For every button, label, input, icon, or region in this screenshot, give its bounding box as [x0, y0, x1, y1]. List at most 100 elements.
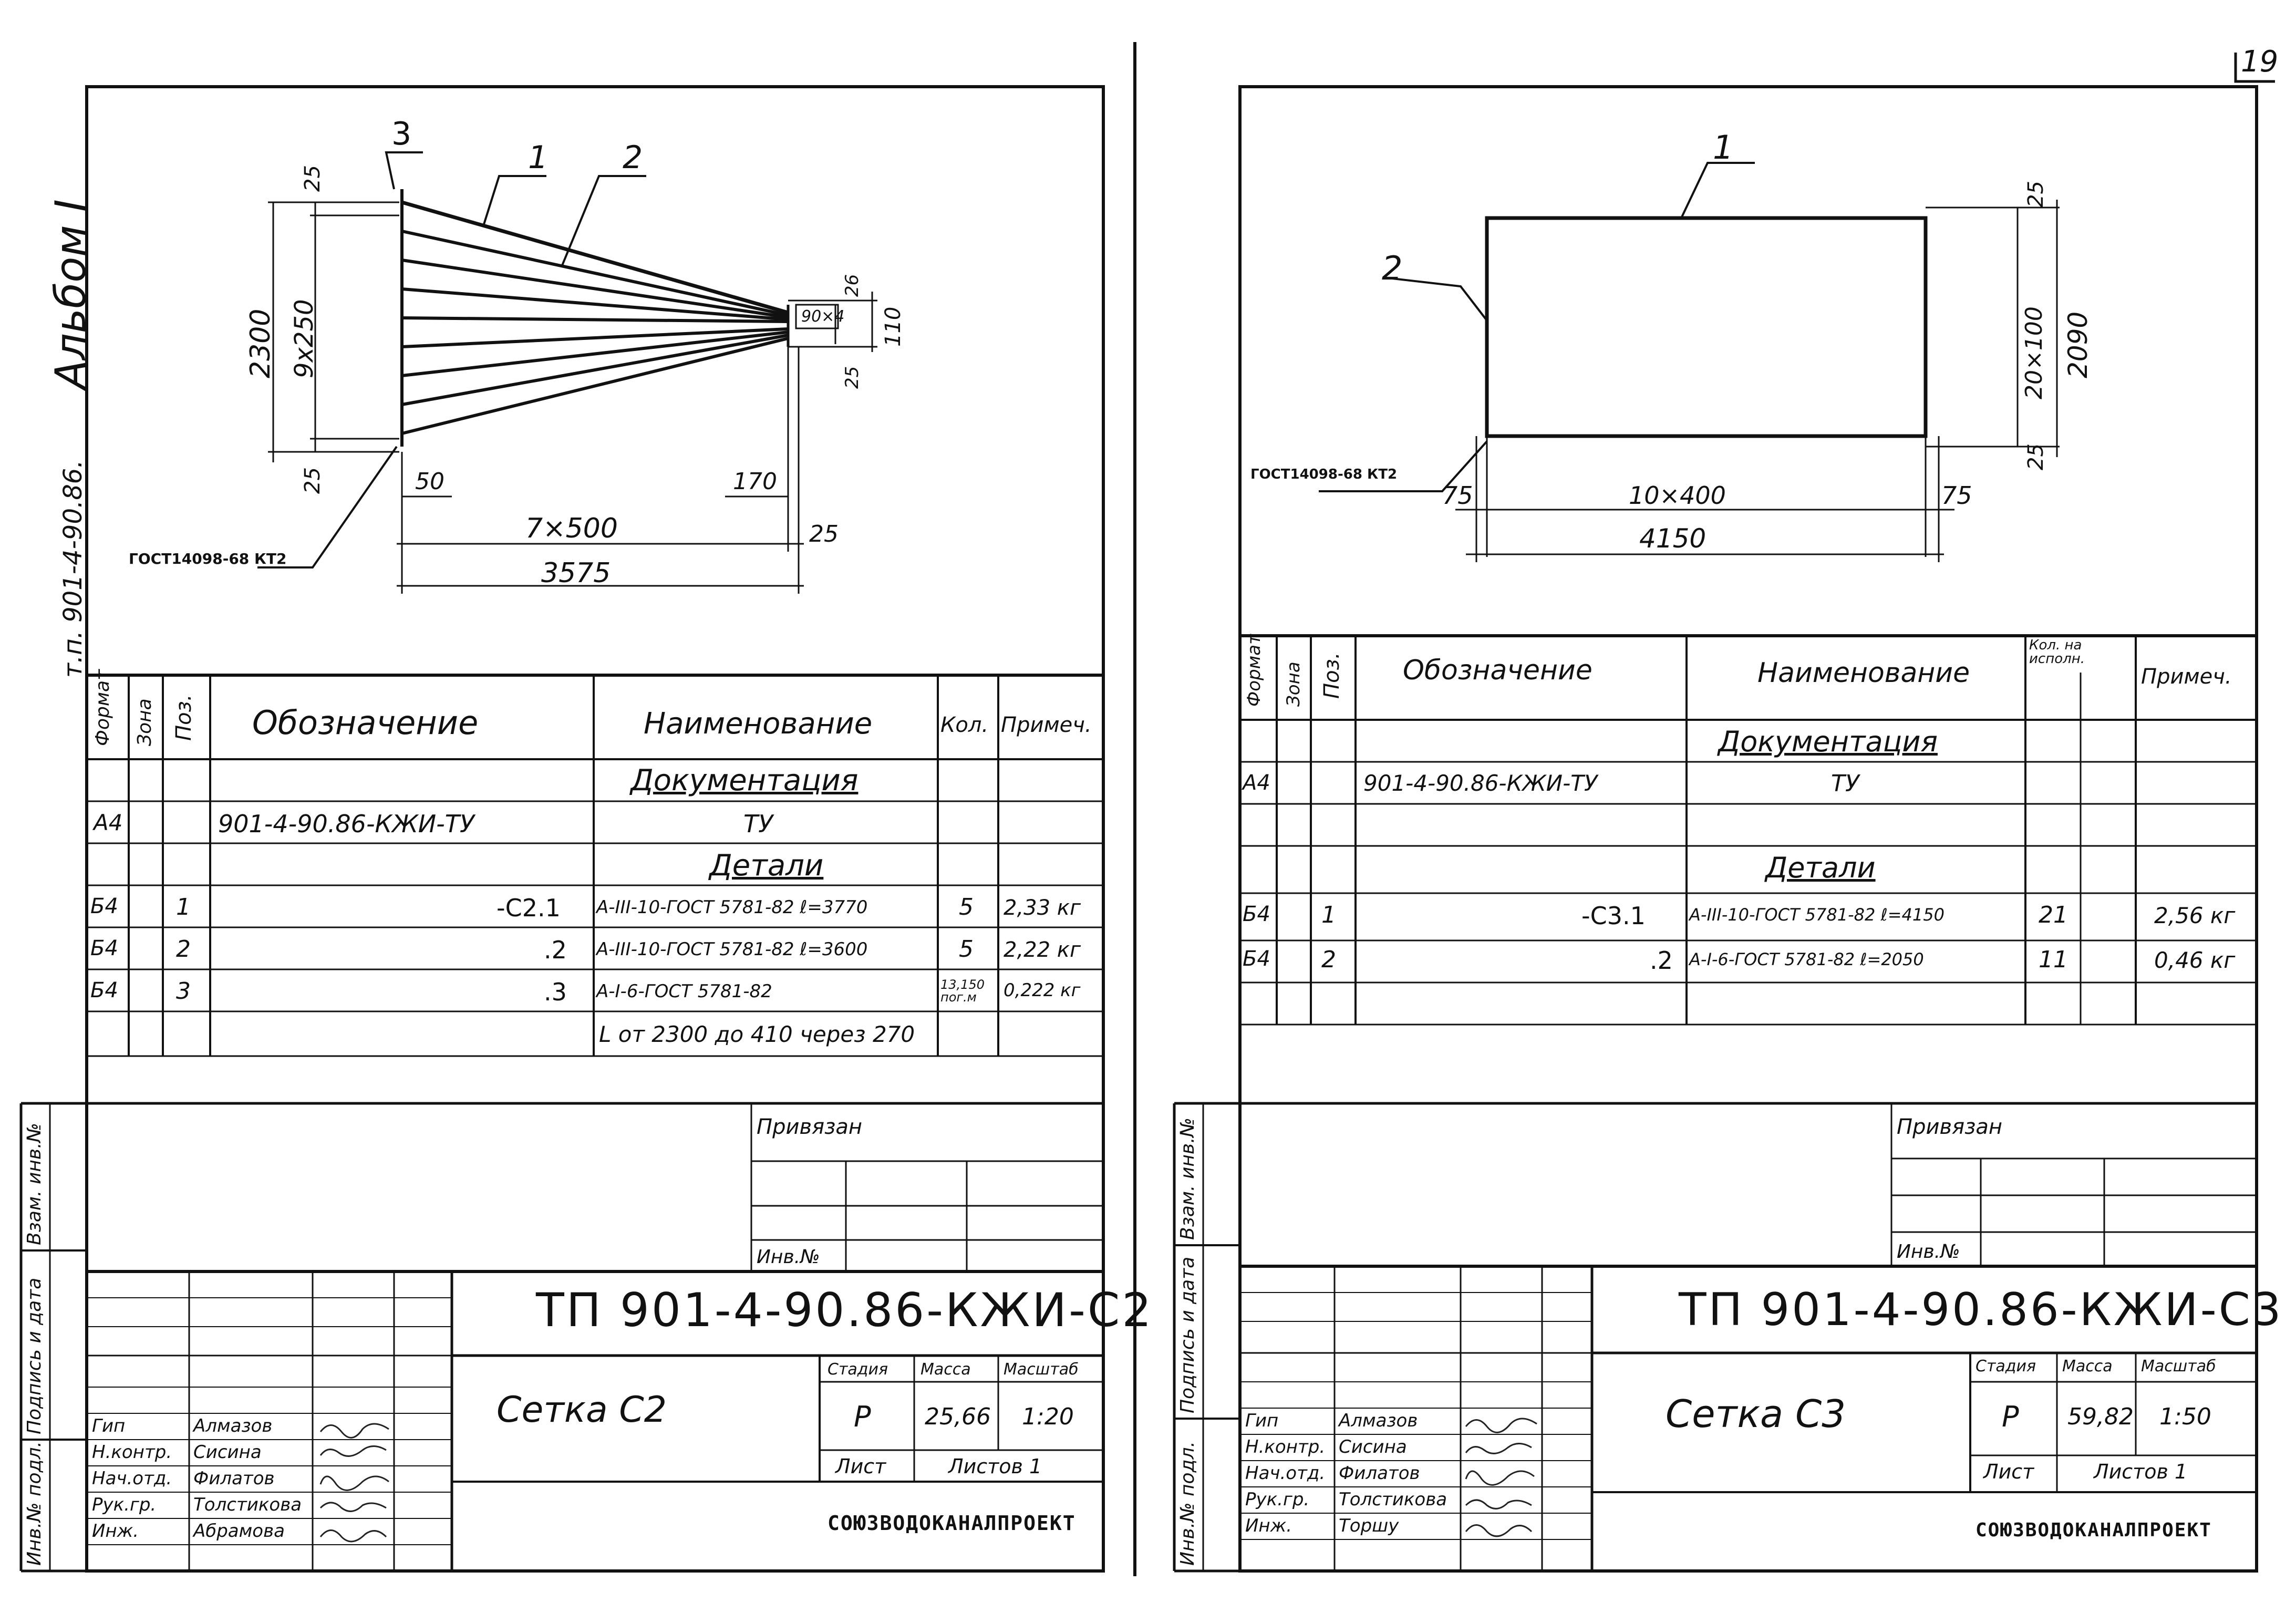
left-row1-designation: 901-4-90.86-КЖИ-ТУ: [218, 810, 474, 838]
left-sheet-label: Лист: [835, 1455, 886, 1478]
left-sheets-label: Листов 1: [948, 1455, 1042, 1478]
left-dim-9x250: 9х250: [289, 299, 319, 378]
right-hdr-name: Наименование: [1757, 657, 1970, 689]
right-section-docs: Документация: [1718, 725, 1938, 758]
right-dim-2090: 2090: [2063, 311, 2093, 378]
right-hdr-pos: Поз.: [1320, 652, 1344, 699]
right-dim-10x400: 10×400: [1629, 481, 1726, 510]
right-staff-name-4: Толстикова: [1339, 1489, 1447, 1510]
right-row3-format: Б4: [1243, 947, 1270, 971]
left-dim-25-top: 25: [301, 165, 325, 192]
right-staff-role-1: Гип: [1245, 1410, 1279, 1431]
right-sheets-label: Листов 1: [2094, 1460, 2188, 1483]
right-dim-4150: 4150: [1639, 523, 1707, 554]
left-hdr-format: Формат: [92, 669, 113, 746]
right-staff-role-5: Инж.: [1245, 1515, 1292, 1536]
left-sheet-title: Сетка С2: [497, 1389, 667, 1431]
left-dim-170: 170: [733, 468, 777, 495]
left-hdr-name: Наименование: [644, 707, 873, 741]
right-stage-value: Р: [2002, 1400, 2019, 1433]
album-label: Альбом I: [46, 199, 95, 389]
right-staff-role-3: Нач.отд.: [1245, 1463, 1326, 1484]
right-side-vzam: Взам. инв.№: [1177, 1118, 1198, 1240]
left-row1-name: ТУ: [743, 810, 773, 838]
left-row2-pos: 1: [176, 894, 191, 921]
right-row3-name: А-I-6-ГОСТ 5781-82 ℓ=2050: [1689, 949, 1924, 969]
left-side-podpis: Подпись и дата: [24, 1277, 45, 1434]
right-row3-designation: .2: [1650, 946, 1673, 975]
left-callout-1: 1: [528, 139, 549, 176]
left-stage-header: Стадия: [828, 1360, 888, 1379]
right-mass-header: Масса: [2062, 1357, 2113, 1376]
left-staff-role-3: Нач.отд.: [92, 1468, 172, 1489]
left-dim-2300: 2300: [245, 308, 276, 378]
left-privyazan-label: Привязан: [757, 1115, 863, 1139]
right-hdr-note: Примеч.: [2141, 665, 2232, 689]
left-section-details: Детали: [709, 849, 824, 883]
right-row3-qty: 11: [2039, 946, 2068, 973]
right-row2-name: А-III-10-ГОСТ 5781-82 ℓ=4150: [1689, 905, 1945, 925]
left-staff-role-1: Гип: [92, 1415, 126, 1436]
left-staff-role-2: Н.контр.: [92, 1442, 172, 1463]
right-sheet-title: Сетка С3: [1666, 1392, 1846, 1436]
left-spec-table-grid: [87, 674, 1103, 1057]
right-mass-value: 59,82: [2067, 1403, 2134, 1430]
left-dim-26: 26: [842, 274, 863, 297]
right-dim-25-top: 25: [2024, 181, 2048, 208]
left-row4-pos: 3: [176, 978, 191, 1005]
right-dim-75-right: 75: [1941, 481, 1972, 510]
page-number: 19: [2241, 45, 2279, 79]
right-scale-header: Масштаб: [2141, 1357, 2216, 1376]
left-hdr-pos: Поз.: [172, 694, 196, 741]
right-row2-note: 2,56 кг: [2154, 903, 2236, 928]
right-side-podpis: Подпись и дата: [1177, 1256, 1198, 1413]
right-staff-name-2: Сисина: [1339, 1436, 1407, 1457]
left-staff-role-4: Рук.гр.: [92, 1494, 157, 1515]
left-title-block-grid: [87, 1102, 1104, 1571]
left-dim-7x500: 7×500: [525, 513, 618, 544]
right-document-code: ТП 901-4-90.86-КЖИ-С3: [1679, 1284, 2283, 1336]
left-staff-name-4: Толстикова: [193, 1494, 302, 1515]
right-scale-value: 1:50: [2159, 1403, 2211, 1430]
right-callout-2: 2: [1382, 249, 1403, 287]
right-stage-header: Стадия: [1976, 1357, 2036, 1376]
right-staff-role-4: Рук.гр.: [1245, 1489, 1310, 1510]
right-privyazan-label: Привязан: [1897, 1115, 2003, 1139]
right-staff-role-2: Н.контр.: [1245, 1436, 1326, 1457]
right-hdr-zone: Зона: [1283, 661, 1304, 707]
right-inv-label: Инв.№: [1897, 1241, 1960, 1263]
left-row2-qty: 5: [959, 894, 974, 921]
left-row4-qty: 13,150 пог.м: [940, 977, 985, 1005]
right-staff-name-1: Алмазов: [1339, 1410, 1418, 1431]
left-row4-format: Б4: [90, 978, 118, 1002]
left-row4-designation: .3: [544, 978, 567, 1006]
right-mesh-drawing: [1319, 162, 2060, 562]
left-row2-note: 2,33 кг: [1004, 896, 1081, 920]
left-dim-3575: 3575: [541, 557, 611, 589]
right-row2-designation: -С3.1: [1581, 902, 1646, 930]
left-callout-2: 2: [623, 139, 643, 176]
right-dim-20x100: 20×100: [2021, 306, 2047, 399]
right-dim-25-bottom: 25: [2024, 443, 2048, 470]
left-scale-header: Масштаб: [1004, 1360, 1079, 1379]
left-dim-50: 50: [415, 468, 444, 495]
right-row2-qty: 21: [2039, 902, 2068, 928]
left-inv-label: Инв.№: [757, 1246, 820, 1268]
right-section-details: Детали: [1765, 851, 1876, 884]
left-side-vzam: Взам. инв.№: [24, 1123, 45, 1245]
right-sheet-label: Лист: [1983, 1460, 2034, 1483]
left-staff-name-2: Сисина: [193, 1442, 262, 1463]
left-side-inv-podl: Инв.№ подл.: [24, 1441, 45, 1566]
left-row3-pos: 2: [176, 936, 191, 963]
left-row3-name: А-III-10-ГОСТ 5781-82 ℓ=3600: [596, 939, 868, 960]
project-code-label: т.п. 901-4-90.86.: [58, 460, 88, 678]
left-row5-name: L от 2300 до 410 через 270: [599, 1021, 915, 1047]
right-row1-format: А4: [1243, 771, 1270, 795]
left-row2-designation: -С2.1: [497, 894, 561, 922]
left-dim-25-end: 25: [809, 521, 839, 547]
left-row3-note: 2,22 кг: [1004, 938, 1081, 962]
page-number-frame: [2234, 53, 2275, 83]
right-side-inv-podl: Инв.№ подл.: [1177, 1441, 1198, 1566]
right-row2-pos: 1: [1321, 902, 1336, 928]
